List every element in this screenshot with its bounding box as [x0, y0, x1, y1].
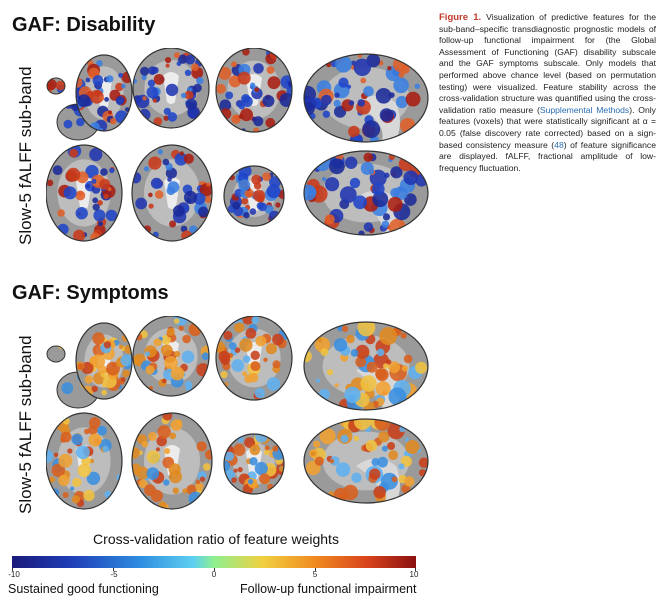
caption-label: Figure 1.: [439, 12, 482, 23]
sub-band-label-symptoms: Slow-5 fALFF sub-band: [16, 335, 35, 514]
caption-text-2: ). Only features (voxels) that were stat…: [439, 104, 656, 150]
sub-band-label-disability: Slow-5 fALFF sub-band: [16, 66, 35, 245]
colorbar-tick: 5: [312, 570, 318, 579]
caption-text-3: ) of feature significance are displayed.…: [439, 139, 656, 173]
tickmark: [315, 568, 316, 571]
brain-slice: [46, 412, 123, 510]
colorbar-left-label: Sustained good functioning: [8, 582, 159, 596]
caption-text-1: Visualization of predictive features for…: [439, 12, 656, 115]
brain-slice: [75, 322, 133, 400]
brain-slice: [303, 53, 429, 143]
brain-slice: [131, 412, 213, 510]
brain-slice: [303, 418, 429, 504]
brain-slice: [215, 316, 293, 401]
brain-slice: [223, 433, 285, 495]
brain-slice: [46, 144, 123, 242]
tickmark: [12, 568, 13, 571]
figure-caption: Figure 1. Visualization of predictive fe…: [439, 12, 656, 174]
colorbar: [12, 556, 416, 568]
brain-slice: [223, 165, 285, 227]
brain-slice: [215, 48, 293, 133]
tickmark: [113, 568, 114, 571]
brain-slice: [132, 316, 210, 397]
brain-slice: [132, 48, 210, 129]
brain-slices-symptoms: [46, 316, 429, 510]
colorbar-tick: 10: [409, 570, 419, 579]
colorbar-title: Cross-validation ratio of feature weight…: [93, 531, 339, 547]
tickmark: [214, 568, 215, 571]
brain-slice: [303, 321, 429, 411]
colorbar-tick: -5: [110, 570, 118, 579]
caption-link-supplemental[interactable]: Supplemental Methods: [539, 104, 630, 115]
caption-link-reference[interactable]: 48: [554, 139, 564, 150]
brain-slice: [75, 54, 133, 132]
brain-slice: [303, 150, 429, 236]
colorbar-tick: -10: [8, 570, 20, 579]
panel-title-symptoms: GAF: Symptoms: [12, 282, 169, 304]
brain-slices-disability: [46, 48, 429, 242]
brain-slice: [131, 144, 213, 242]
colorbar-right-label: Follow-up functional impairment: [240, 582, 417, 596]
tickmark: [415, 568, 416, 571]
colorbar-tick: 0: [211, 570, 217, 579]
panel-title-disability: GAF: Disability: [12, 14, 156, 36]
